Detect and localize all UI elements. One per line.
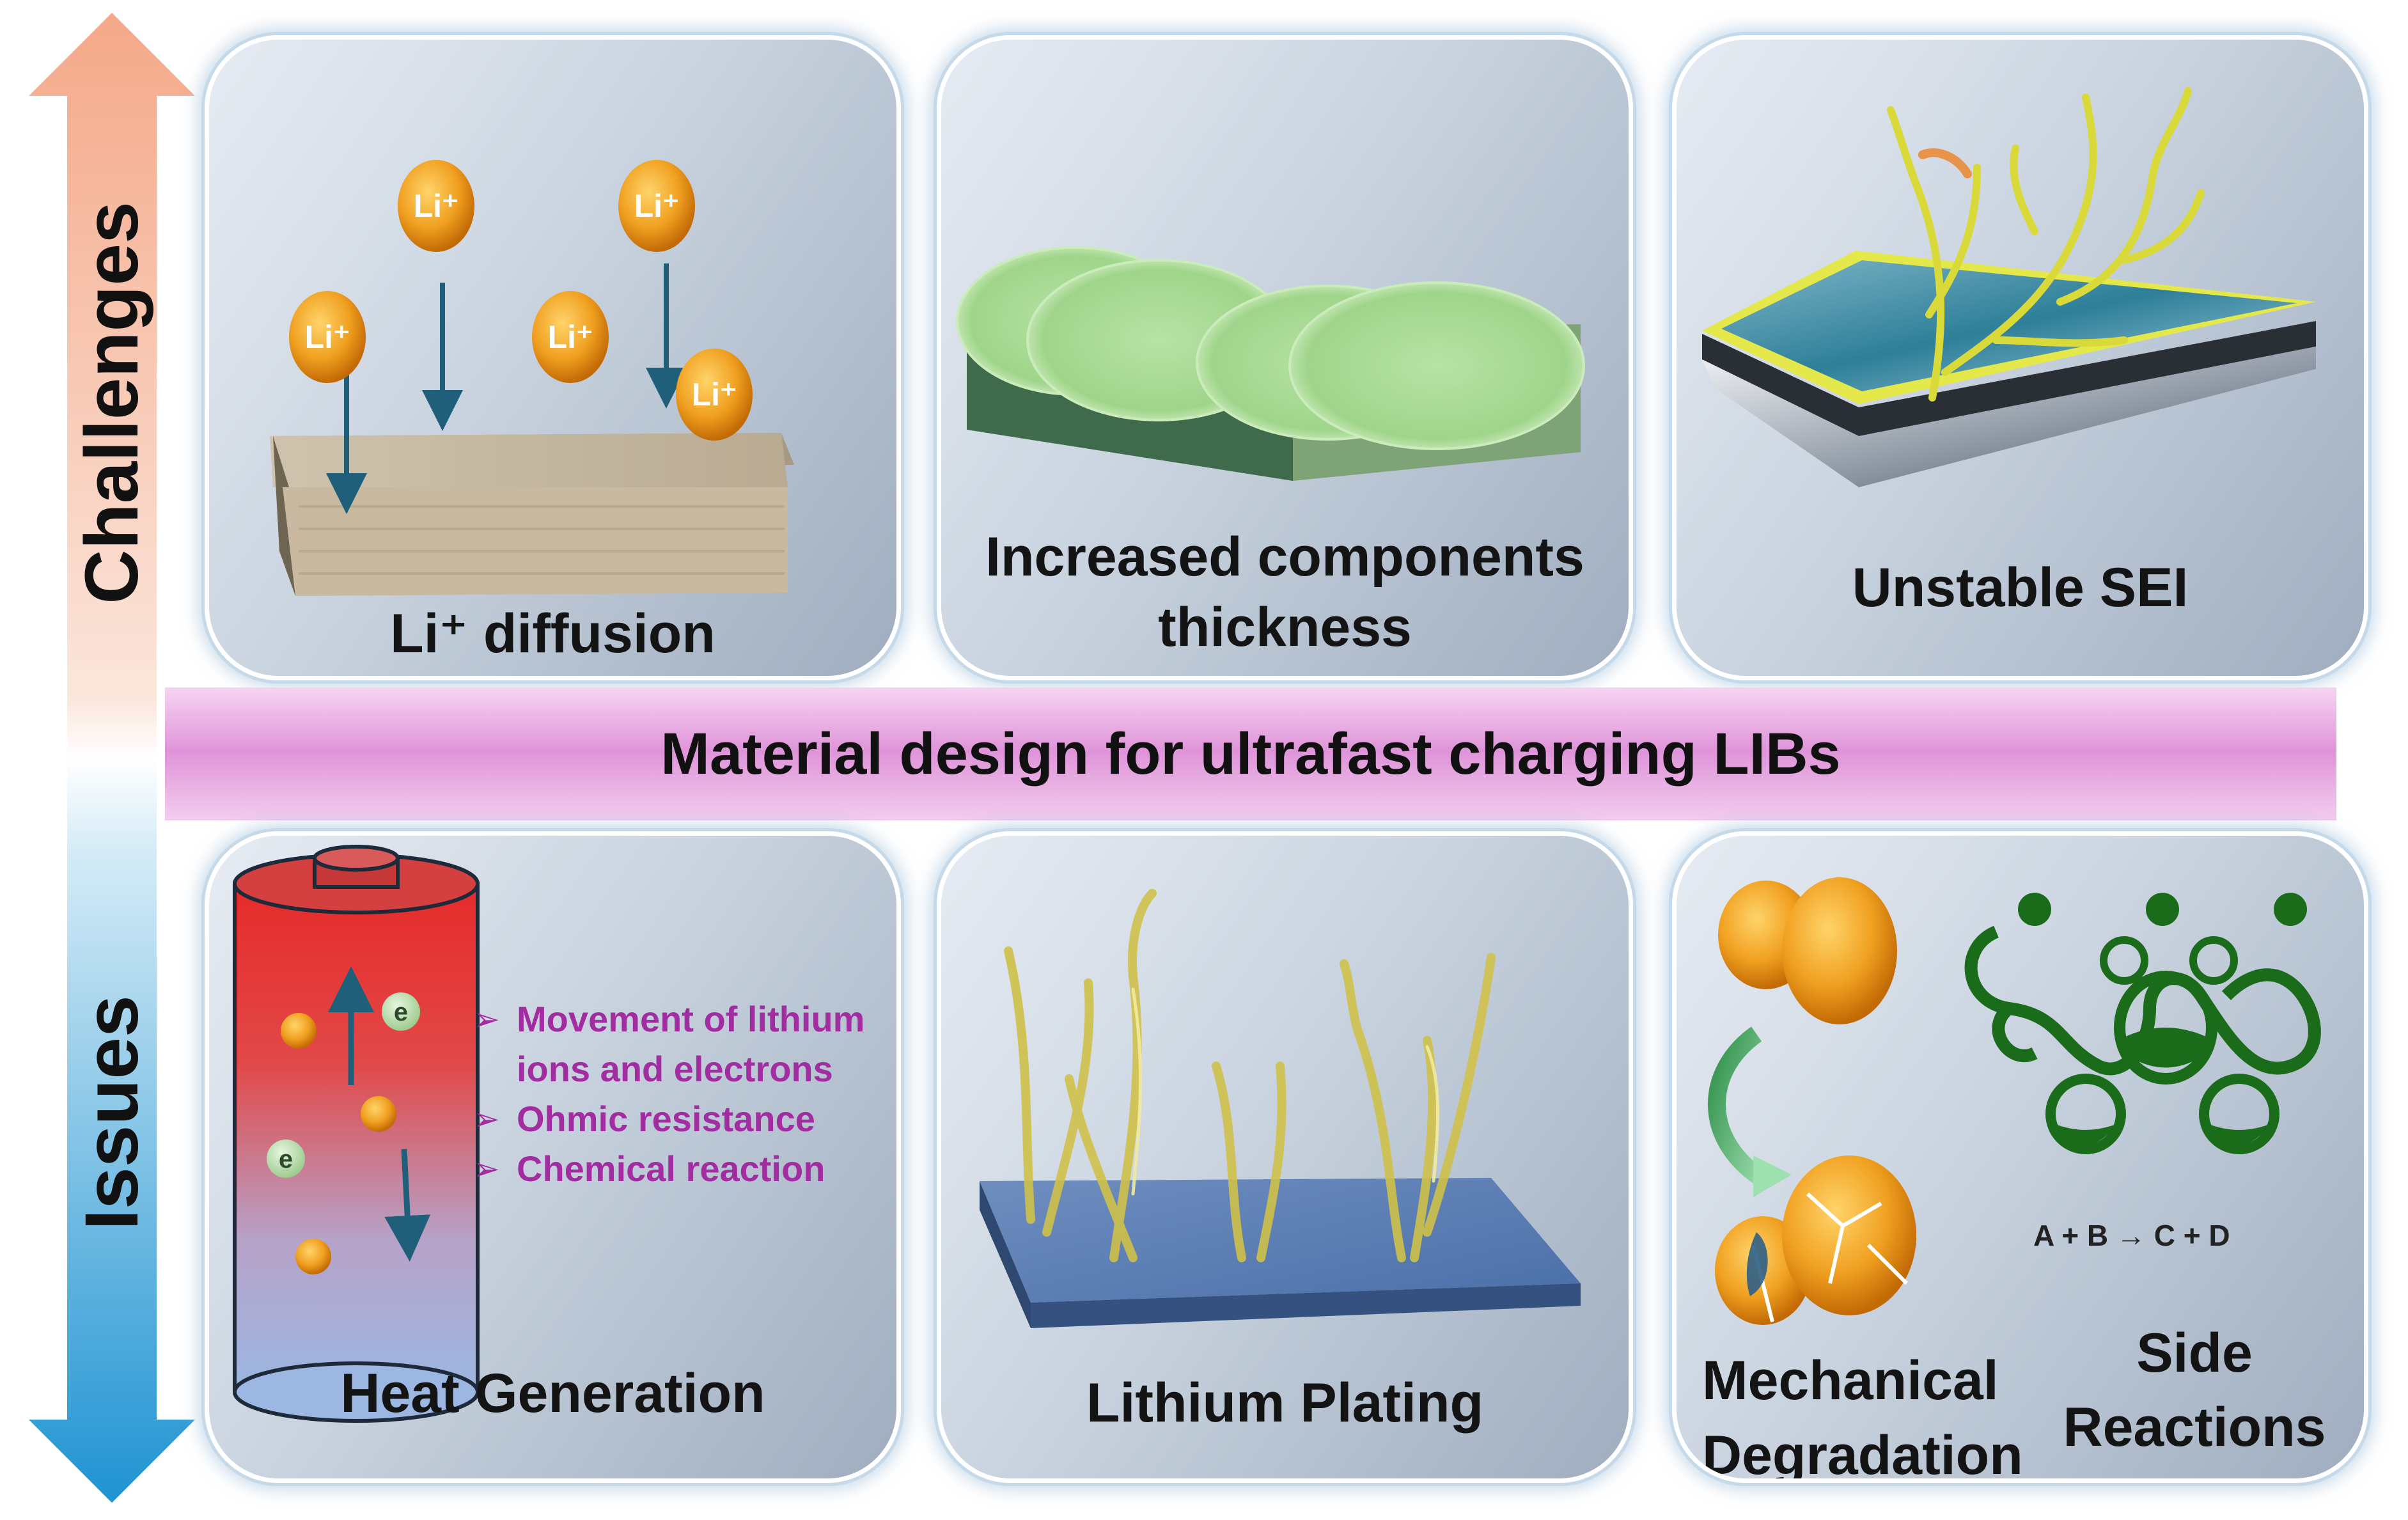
li-ion-label: Li⁺ xyxy=(548,319,593,355)
banner-title: Material design for ultrafast charging L… xyxy=(661,721,1841,787)
heat-bullet-item: Movement of lithium ions and electrons xyxy=(473,994,908,1094)
side-reactions-caption-line1: Side xyxy=(2136,1322,2253,1384)
thickness-caption-line1: Increased components xyxy=(985,526,1584,588)
li-ion-label: Li⁺ xyxy=(634,188,680,224)
sei-illustration xyxy=(1702,87,2316,487)
thickness-illustration xyxy=(956,246,1585,481)
li-ion-1 xyxy=(289,291,366,383)
sei-caption: Unstable SEI xyxy=(1852,557,2189,618)
li-ion-2 xyxy=(398,160,474,252)
li-diffusion-caption: Li⁺ diffusion xyxy=(390,603,715,664)
mechanical-caption-line2: Degradation xyxy=(1702,1425,2023,1483)
li-ion-4 xyxy=(618,160,695,252)
electron-label: e xyxy=(279,1145,293,1173)
mechanical-caption-line1: Mechanical xyxy=(1702,1350,1999,1411)
plating-caption: Lithium Plating xyxy=(1086,1372,1484,1434)
mechanical-side-panel: Mechanical Degradation Side Reactions xyxy=(1672,831,2368,1483)
issues-label: Issues xyxy=(70,995,154,1230)
heat-caption: Heat Generation xyxy=(340,1363,765,1424)
sei-panel: Unstable SEI xyxy=(1672,35,2368,680)
electron-label: e xyxy=(394,998,408,1026)
side-reactions-caption-line2: Reactions xyxy=(2063,1397,2326,1458)
li-ion-label: Li⁺ xyxy=(692,377,737,412)
challenges-label: Challenges xyxy=(70,201,154,604)
challenges-issues-arrow xyxy=(29,13,195,1503)
heat-bullet-item: Ohmic resistance xyxy=(473,1094,908,1144)
li-ion-label: Li⁺ xyxy=(305,319,350,355)
mechanical-side-illustration xyxy=(1708,877,2321,1325)
heat-bullet-list: Movement of lithium ions and electrons O… xyxy=(473,994,908,1194)
li-diffusion-illustration: Li⁺ Li⁺ Li⁺ Li⁺ Li⁺ xyxy=(270,160,794,596)
plating-illustration xyxy=(980,889,1581,1328)
lithium-plating-panel: Lithium Plating xyxy=(937,831,1633,1483)
li-ion-3 xyxy=(532,291,609,383)
reaction-equation: A + B → C + D xyxy=(2033,1219,2230,1252)
thickness-caption-line2: thickness xyxy=(1158,597,1412,658)
battery-illustration: e e xyxy=(233,845,480,1423)
heat-bullet-item: Chemical reaction xyxy=(473,1144,908,1194)
thickness-panel: Increased components thickness xyxy=(937,35,1633,680)
heat-generation-panel: e e Heat Generation xyxy=(205,831,901,1483)
li-diffusion-panel: Li⁺ Li⁺ Li⁺ Li⁺ Li⁺ Li⁺ diffusion xyxy=(205,35,901,680)
li-ion-5 xyxy=(676,349,753,441)
li-ion-label: Li⁺ xyxy=(414,188,459,224)
material-design-banner: Material design for ultrafast charging L… xyxy=(165,687,2336,820)
